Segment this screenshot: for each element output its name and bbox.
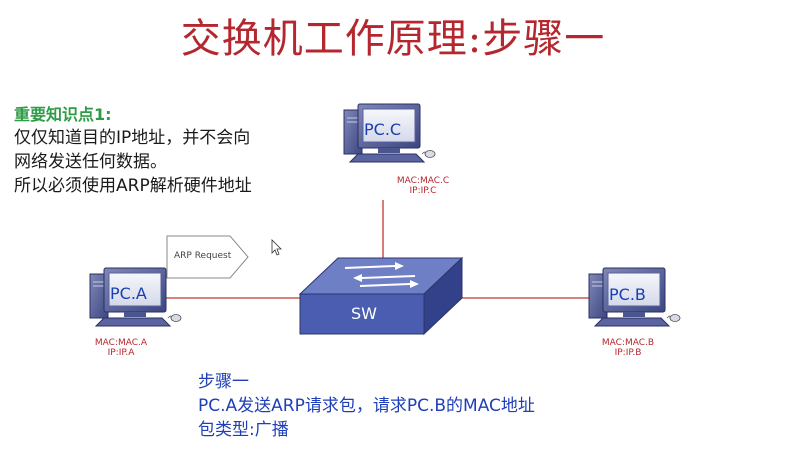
knowledge-line: 仅仅知道目的IP地址，并不会向 — [14, 128, 251, 148]
arp-packet-shape — [166, 235, 249, 279]
pc-b-address: MAC:MAC.B IP:IP.B — [583, 338, 673, 358]
pc-b-ip: IP:IP.B — [614, 348, 642, 358]
knowledge-line: 所以必须使用ARP解析硬件地址 — [14, 176, 252, 196]
pc-a-address: MAC:MAC.A IP:IP.A — [76, 338, 166, 358]
pc-a-mac: MAC:MAC.A — [94, 338, 148, 348]
pc-c-label: PC.C — [364, 120, 402, 139]
step-line: PC.A发送ARP请求包，请求PC.B的MAC地址 — [198, 396, 535, 416]
switch-icon — [298, 256, 464, 336]
switch-label: SW — [351, 304, 377, 323]
step-heading: 步骤一 — [198, 372, 249, 392]
mouse-cursor-icon — [271, 239, 282, 256]
pc-c-ip: IP:IP.C — [409, 186, 437, 196]
knowledge-heading: 重要知识点1: — [14, 105, 112, 124]
pc-b-mac: MAC:MAC.B — [601, 338, 655, 348]
knowledge-line: 网络发送任何数据。 — [14, 152, 167, 172]
pc-a-label: PC.A — [110, 284, 147, 303]
pc-c-mac: MAC:MAC.C — [396, 176, 450, 186]
pc-b-label: PC.B — [609, 285, 646, 304]
pc-c-address: MAC:MAC.C IP:IP.C — [378, 176, 468, 196]
pc-a-ip: IP:IP.A — [107, 348, 135, 358]
page-title: 交换机工作原理:步骤一 — [180, 16, 606, 62]
arp-request-label: ARP Request — [174, 251, 232, 261]
step-line: 包类型:广播 — [198, 420, 289, 440]
step-description: 步骤一 PC.A发送ARP请求包，请求PC.B的MAC地址 包类型:广播 — [198, 370, 535, 442]
knowledge-note: 重要知识点1: 仅仅知道目的IP地址，并不会向 网络发送任何数据。 所以必须使用… — [14, 104, 314, 198]
